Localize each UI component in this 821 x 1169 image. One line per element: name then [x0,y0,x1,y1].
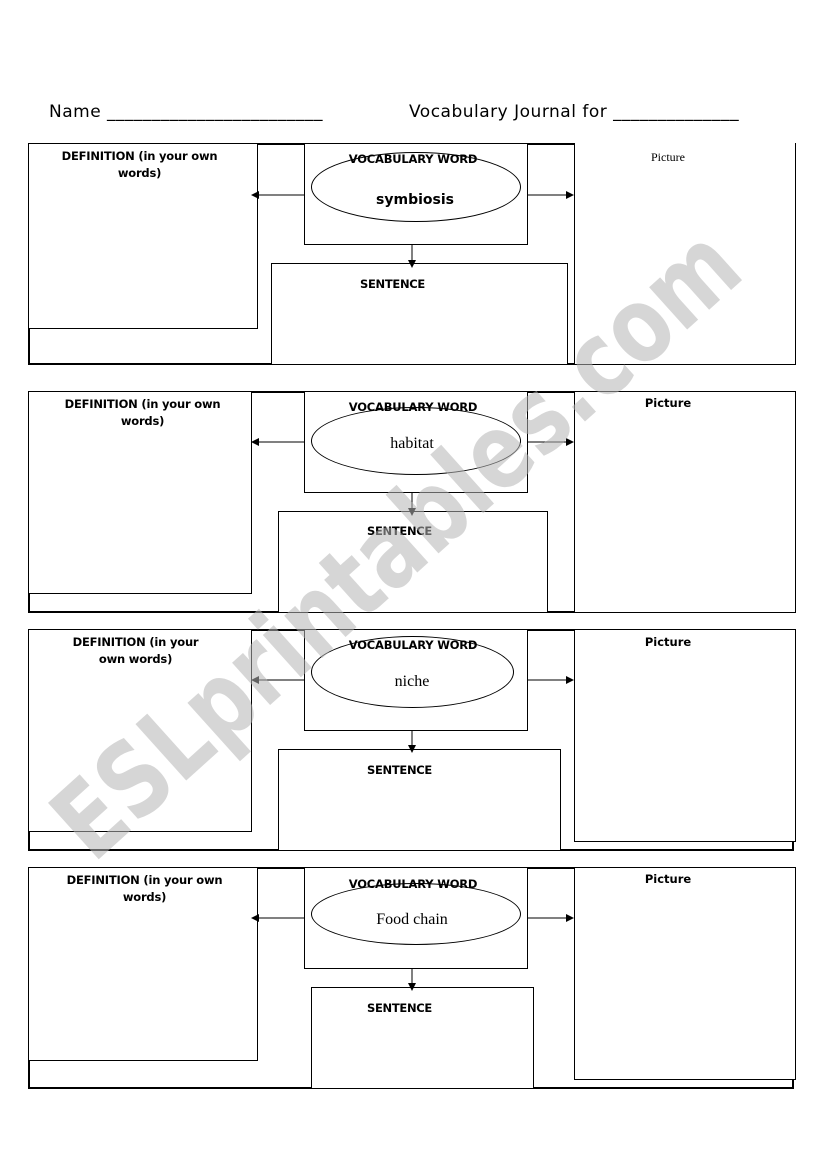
definition-box-3[interactable] [28,629,252,832]
sentence-box-3[interactable] [278,749,561,851]
vocabulary-label-4: VOCABULARY WORD [348,877,478,891]
vocabulary-oval-4 [311,883,521,945]
sentence-box-2[interactable] [278,511,548,613]
vocabulary-word-3: niche [394,673,430,690]
sentence-label-4: SENTENCE [367,1001,432,1015]
name-field-label: Name ________________________ [49,102,324,122]
vocabulary-label-3: VOCABULARY WORD [348,638,478,652]
definition-box-2[interactable] [28,391,252,594]
picture-box-4[interactable] [574,867,796,1080]
picture-box-2[interactable] [574,391,796,613]
vocabulary-word-4: Food chain [376,911,448,928]
picture-label-4: Picture [644,872,692,886]
vocabulary-label-1: VOCABULARY WORD [348,152,478,166]
vocabulary-word-1: symbiosis [376,192,454,208]
definition-label-3: DEFINITION (in your own words) [72,635,199,666]
definition-label-1: DEFINITION (in your own words) [61,149,218,180]
vocabulary-oval-1 [311,152,521,222]
picture-box-3[interactable] [574,629,796,842]
definition-label-2: DEFINITION (in your own words) [64,397,221,428]
definition-box-1[interactable] [28,143,258,329]
picture-label-2: Picture [644,396,692,410]
vocabulary-oval-3 [311,636,514,708]
picture-label-1: Picture [651,150,685,164]
vocabulary-label-2: VOCABULARY WORD [348,400,478,414]
sentence-box-1[interactable] [271,263,568,365]
sentence-label-2: SENTENCE [367,524,432,538]
picture-box-1[interactable] [574,143,796,365]
definition-box-4[interactable] [28,867,258,1061]
sentence-label-3: SENTENCE [367,763,432,777]
picture-label-3: Picture [644,635,692,649]
vocabulary-oval-2 [311,407,521,475]
sentence-label-1: SENTENCE [360,277,425,291]
sentence-box-4[interactable] [311,987,534,1089]
vocabulary-word-2: habitat [390,435,434,452]
journal-title: Vocabulary Journal for ______________ [409,102,740,122]
definition-label-4: DEFINITION (in your own words) [66,873,223,904]
